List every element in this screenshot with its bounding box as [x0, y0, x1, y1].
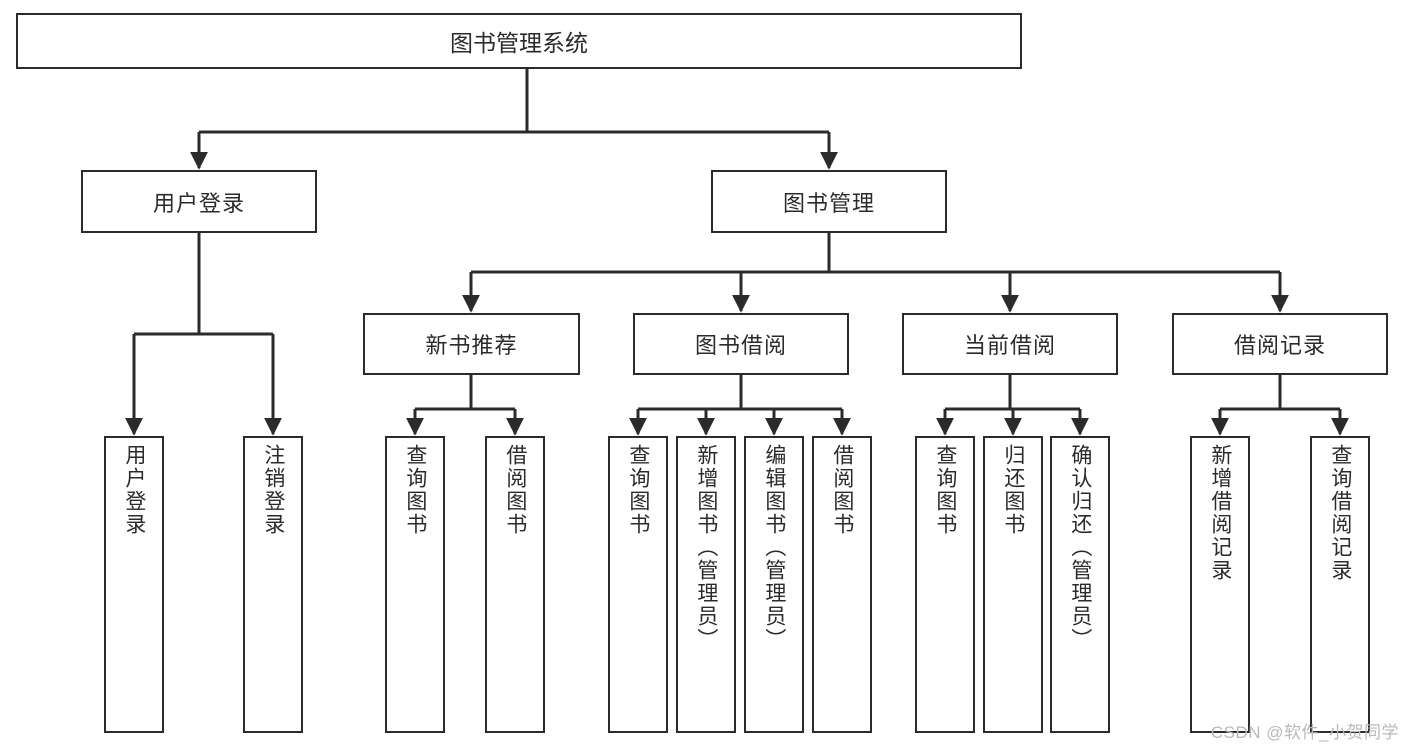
node-root-label: 图书管理系统	[450, 30, 588, 56]
node-leaf-return-book[interactable]: 归还图书	[983, 436, 1043, 733]
node-leaf-query-book-current-label: 查询图书	[933, 444, 957, 536]
node-leaf-user-logout[interactable]: 注销登录	[243, 436, 303, 733]
node-leaf-user-logout-label: 注销登录	[261, 444, 285, 536]
watermark: CSDN @软件_小贺同学	[1210, 723, 1399, 742]
node-leaf-borrow-book-rec[interactable]: 借阅图书	[485, 436, 545, 733]
node-leaf-confirm-return[interactable]: 确认归还（管理员）	[1050, 436, 1110, 733]
node-borrow-record-label: 借阅记录	[1233, 333, 1326, 358]
node-user-login-label: 用户登录	[152, 190, 245, 216]
node-leaf-borrow-book[interactable]: 借阅图书	[812, 436, 872, 733]
node-leaf-edit-book[interactable]: 编辑图书（管理员）	[744, 436, 804, 733]
node-leaf-query-book-borrow-label: 查询图书	[626, 444, 650, 536]
node-leaf-user-login[interactable]: 用户登录	[104, 436, 164, 733]
node-new-book-rec[interactable]: 新书推荐	[363, 313, 580, 375]
node-book-manage-label: 图书管理	[782, 190, 875, 216]
node-leaf-query-record-label: 查询借阅记录	[1328, 444, 1352, 582]
node-current-borrow[interactable]: 当前借阅	[902, 313, 1118, 375]
node-leaf-query-record[interactable]: 查询借阅记录	[1310, 436, 1370, 733]
node-leaf-add-book[interactable]: 新增图书（管理员）	[676, 436, 736, 733]
node-leaf-return-book-label: 归还图书	[1001, 444, 1025, 536]
node-leaf-borrow-book-rec-label: 借阅图书	[503, 444, 527, 536]
node-leaf-query-book-rec[interactable]: 查询图书	[385, 436, 445, 733]
node-user-login[interactable]: 用户登录	[81, 170, 317, 233]
node-leaf-edit-book-label: 编辑图书（管理员）	[762, 444, 786, 651]
node-current-borrow-label: 当前借阅	[963, 333, 1056, 358]
node-leaf-add-record[interactable]: 新增借阅记录	[1190, 436, 1250, 733]
node-book-borrow-label: 图书借阅	[694, 333, 787, 358]
node-leaf-confirm-return-label: 确认归还（管理员）	[1068, 444, 1092, 651]
node-leaf-query-book-rec-label: 查询图书	[403, 444, 427, 536]
node-leaf-borrow-book-label: 借阅图书	[830, 444, 854, 536]
node-leaf-add-book-label: 新增图书（管理员）	[694, 444, 718, 651]
node-borrow-record[interactable]: 借阅记录	[1172, 313, 1388, 375]
node-leaf-add-record-label: 新增借阅记录	[1208, 444, 1232, 582]
node-leaf-query-book-borrow[interactable]: 查询图书	[608, 436, 668, 733]
node-new-book-rec-label: 新书推荐	[425, 333, 518, 358]
node-leaf-query-book-current[interactable]: 查询图书	[915, 436, 975, 733]
node-book-borrow[interactable]: 图书借阅	[633, 313, 849, 375]
node-leaf-user-login-label: 用户登录	[122, 444, 146, 536]
node-book-manage[interactable]: 图书管理	[711, 170, 947, 233]
node-root[interactable]: 图书管理系统	[16, 13, 1022, 69]
